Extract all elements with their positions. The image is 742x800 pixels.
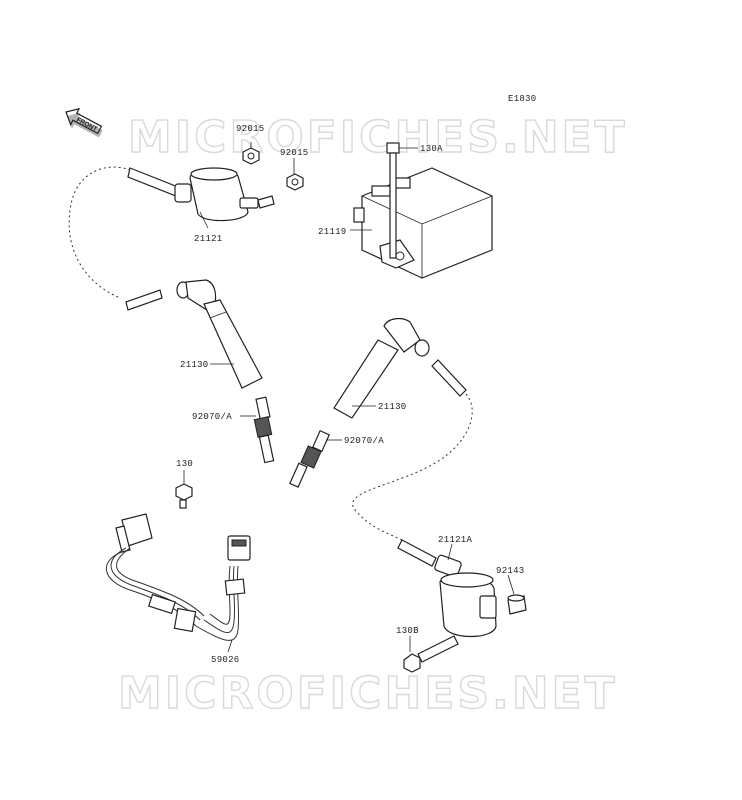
- plug-cap-21130-right: [333, 317, 430, 419]
- bolt-130B: [403, 635, 459, 673]
- label-92143: 92143: [496, 566, 525, 576]
- collar-92143: [507, 594, 527, 615]
- watermark-bottom: MICROFICHES.NET: [118, 668, 618, 719]
- label-21119: 21119: [318, 227, 347, 237]
- wire-harness-59026: [105, 513, 251, 641]
- hv-lead-right: [431, 359, 467, 397]
- label-92015-a: 92015: [236, 124, 265, 134]
- label-130A: 130A: [420, 144, 443, 154]
- plug-cap-21130-left: [176, 279, 263, 389]
- spark-plug-right: [289, 429, 331, 488]
- igniter-unit-21119: [353, 167, 493, 279]
- label-92015-b: 92015: [280, 148, 309, 158]
- ignition-coil-21121: [68, 166, 275, 299]
- label-92070A-right: 92070/A: [344, 436, 384, 446]
- leader-lines: [183, 142, 515, 653]
- spark-plug-left: [253, 396, 275, 464]
- label-21130-left: 21130: [180, 360, 209, 370]
- label-21121A: 21121A: [438, 535, 473, 545]
- label-21121: 21121: [194, 234, 223, 244]
- nut-92015-a: [242, 147, 260, 165]
- front-arrow-icon: FRONT: [65, 107, 103, 138]
- nut-92015-b: [286, 173, 304, 191]
- label-59026: 59026: [211, 655, 240, 665]
- hv-lead-left: [125, 289, 163, 311]
- label-130B: 130B: [396, 626, 419, 636]
- ignition-coil-21121A: [397, 539, 497, 637]
- label-21130-right: 21130: [378, 402, 407, 412]
- label-92070A-left: 92070/A: [192, 412, 232, 422]
- label-130: 130: [176, 459, 193, 469]
- watermark-top: MICROFICHES.NET: [128, 112, 628, 163]
- bolt-130: [175, 483, 193, 509]
- diagram-code: E1830: [508, 94, 537, 104]
